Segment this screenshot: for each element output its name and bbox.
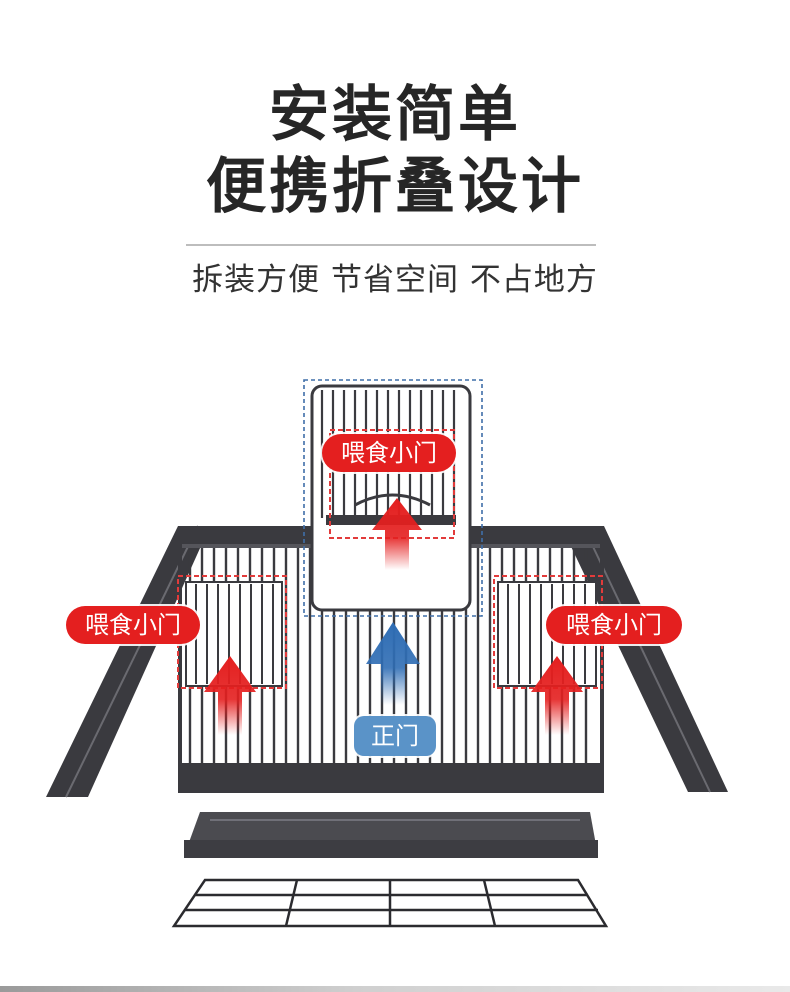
right-side-panel — [566, 526, 728, 793]
top-feed-door-highlight-box — [329, 429, 455, 539]
top-door-highlight-box — [303, 379, 483, 617]
subtitle: 拆装方便 节省空间 不占地方 — [192, 262, 598, 298]
left-feed-door-label: 喂食小门 — [66, 606, 200, 644]
arrow-up-red-left — [204, 656, 256, 735]
headline-line-2: 便携折叠设计 — [206, 152, 584, 222]
front-door-label: 正门 — [354, 716, 436, 756]
headline-line-1: 安装简单 — [269, 80, 521, 150]
arrow-up-blue-front — [366, 622, 420, 705]
floor-grid — [171, 878, 609, 928]
bottom-tray — [184, 812, 598, 858]
top-door — [310, 384, 472, 612]
title-divider — [186, 244, 596, 246]
left-side-panel — [46, 525, 210, 798]
arrow-up-red-top — [372, 498, 422, 570]
arrow-up-red-right — [531, 656, 583, 735]
top-feed-door-label: 喂食小门 — [322, 434, 456, 472]
right-feed-door-label: 喂食小门 — [546, 606, 682, 644]
bottom-gradient-bar — [0, 986, 790, 992]
folding-cage-illustration — [46, 379, 728, 928]
